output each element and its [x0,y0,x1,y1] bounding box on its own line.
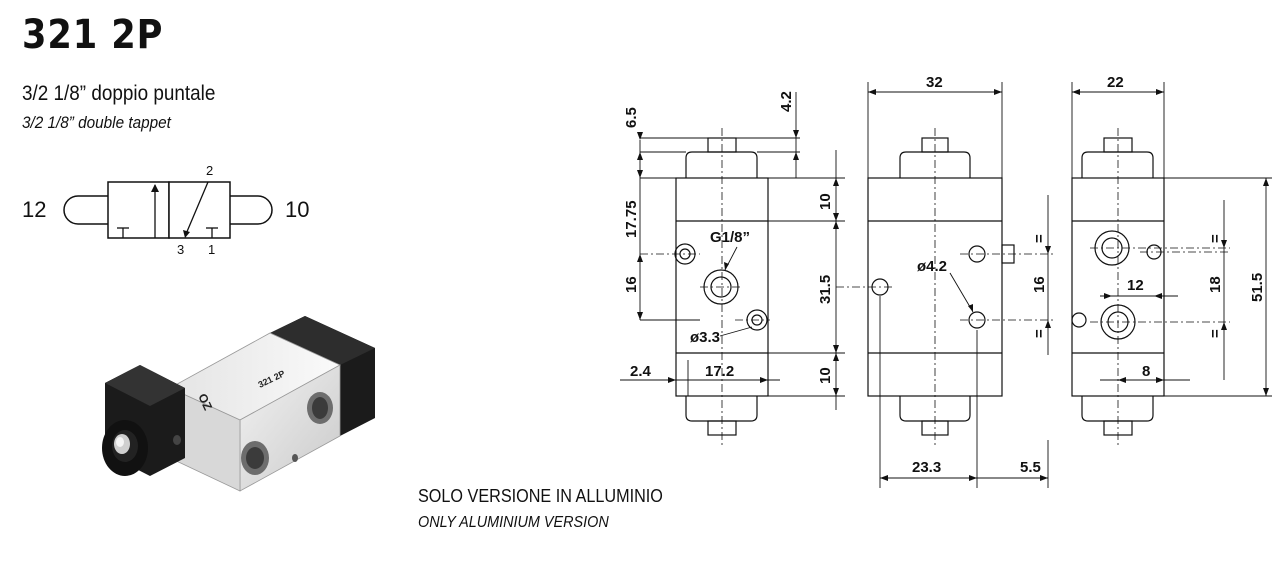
dim-22: 22 [1107,74,1124,91]
product-photo: 321 2P OZ [102,316,375,492]
aluminium-note-en: ONLY ALUMINIUM VERSION [418,514,609,531]
port-12-label: 12 [22,197,46,222]
equal-mark-4: = [1207,329,1224,338]
dim-8: 8 [1142,363,1150,380]
dim-12: 12 [1127,277,1144,294]
page-title: 321 2P [22,12,164,58]
subtitle-english: 3/2 1/8” double tappet [22,113,171,132]
dim-10-top: 10 [817,193,834,210]
port-3-label: 3 [177,242,184,257]
port-1-label: 1 [208,242,215,257]
thread-label: G1/8” [710,229,750,246]
port-10-label: 10 [285,197,309,222]
dim-18: 18 [1207,276,1224,293]
dim-5-5: 5.5 [1020,459,1041,476]
dim-6-5: 6.5 [623,107,640,128]
dim-4-2: 4.2 [778,91,795,112]
right-tappet [230,195,273,225]
equal-mark-1: = [1031,234,1048,243]
dim-51-5: 51.5 [1249,273,1266,302]
hole-3-3-label: ø3.3 [690,329,720,346]
hole-4-2-label: ø4.2 [917,258,947,275]
dim-17-75: 17.75 [623,200,640,238]
left-tappet [63,195,108,225]
valve-symbol: 12 10 2 3 1 [22,163,309,257]
equal-mark-3: = [1207,234,1224,243]
dim-23-3: 23.3 [912,459,941,476]
equal-mark-2: = [1031,329,1048,338]
technical-drawing: 6.5 4.2 17.75 16 10 31.5 10 2.4 17.2 G1/… [620,74,1272,488]
dim-2-4: 2.4 [630,363,652,380]
symbol-box-right [168,181,231,239]
symbol-box-left [107,181,170,239]
dim-10-bottom: 10 [817,367,834,384]
dim-31-5: 31.5 [817,275,834,304]
dim-16-mid: 16 [1031,276,1048,293]
port-2-label: 2 [206,163,213,178]
dim-32: 32 [926,74,943,91]
brand-logo: OZ [195,391,215,412]
subtitle-italian: 3/2 1/8” doppio puntale [22,82,216,105]
dim-16-left: 16 [623,276,640,293]
dim-17-2: 17.2 [705,363,734,380]
aluminium-note-it: SOLO VERSIONE IN ALLUMINIO [418,486,663,506]
